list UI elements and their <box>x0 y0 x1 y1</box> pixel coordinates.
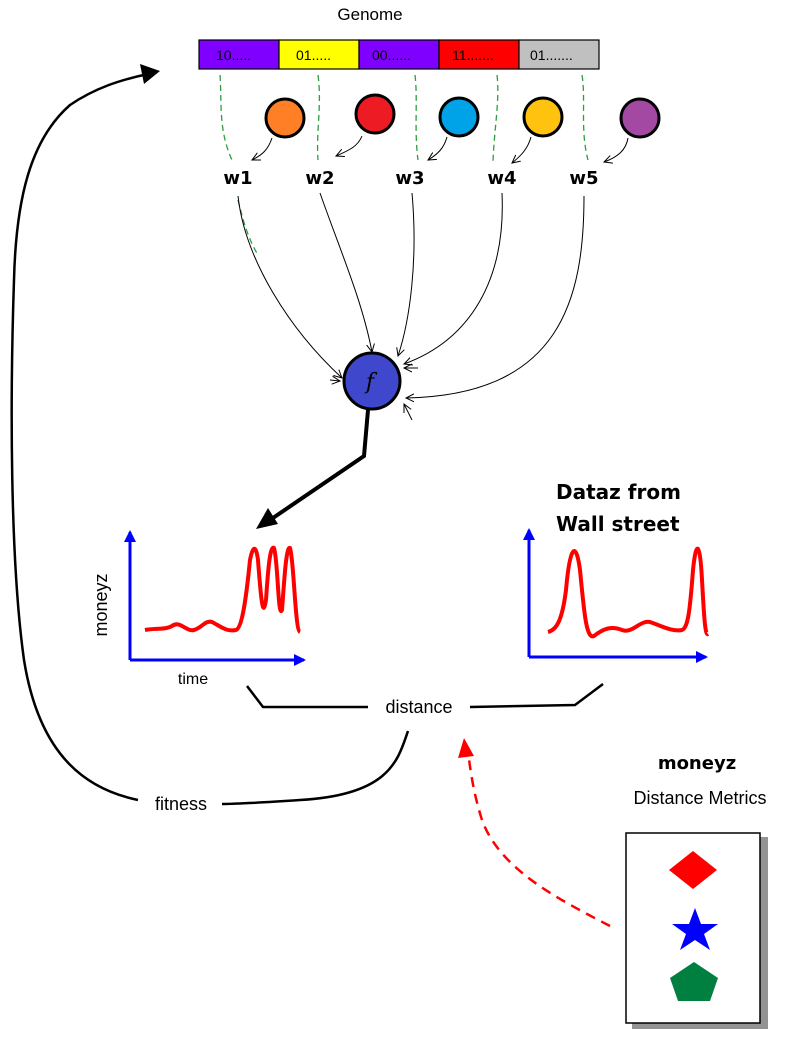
metrics-subtitle: Distance Metrics <box>633 788 766 808</box>
right-plot: Dataz from Wall street <box>523 480 710 663</box>
arrow-circle2-w2 <box>336 135 363 156</box>
arrow-w4-f <box>404 192 503 364</box>
weight-label-4: w4 <box>487 168 516 189</box>
left-plot-xlabel: time <box>178 671 208 688</box>
weight-label-3: w3 <box>395 168 424 189</box>
right-plot-title-line2: Wall street <box>556 512 680 536</box>
arrow-w5-f <box>406 195 585 398</box>
diamond-icon <box>669 851 717 889</box>
fitness-label: fitness <box>155 794 207 814</box>
distance-label: distance <box>385 697 452 717</box>
right-plot-title-line1: Dataz from <box>556 480 681 504</box>
metrics-to-distance-arrow <box>466 749 611 928</box>
weight-label-2: w2 <box>305 168 334 189</box>
weight-circle-1 <box>264 97 306 139</box>
weight-circle-5 <box>619 97 661 139</box>
distance-bracket-left <box>246 685 368 709</box>
guide-w1 <box>219 74 233 161</box>
right-plot-signal <box>547 546 710 639</box>
genome-segment-1 <box>198 39 280 70</box>
arrow-w1-f <box>237 195 342 378</box>
metrics-to-distance-arrowhead <box>458 738 474 758</box>
circle-to-weight-arrows <box>252 135 629 163</box>
star-icon <box>672 908 718 950</box>
arrow-circle5-w5 <box>604 137 629 162</box>
weight-labels: w1 w2 w3 w4 w5 <box>223 168 598 189</box>
weight-circle-2 <box>354 93 396 135</box>
arrow-circle3-w3 <box>428 136 448 160</box>
left-plot-ylabel: moneyz <box>91 573 111 636</box>
arrow-w3-f <box>398 192 415 356</box>
genome-segment-3 <box>358 39 440 70</box>
metrics-title: moneyz <box>658 753 736 774</box>
genome-segment-3-label: 00...... <box>372 47 411 63</box>
weight-label-1: w1 <box>223 168 252 189</box>
left-plot-signal <box>144 545 302 634</box>
genome-segment-5 <box>518 39 600 70</box>
arrow-circle4-w4 <box>512 136 532 163</box>
guide-w1-lower <box>237 199 259 256</box>
function-output-arrowhead <box>256 508 278 529</box>
function-output-arrow <box>268 409 370 522</box>
distance-bracket-right <box>469 683 604 709</box>
fitness-feedback-arrowhead <box>140 64 160 84</box>
fitness-feedback-loop <box>10 72 149 802</box>
genome-bar: 10..... 01..... 00...... 11....... 01...… <box>198 39 600 70</box>
arrow-w2-f <box>319 192 372 352</box>
weight-circle-4 <box>522 96 564 138</box>
guide-w4 <box>492 74 499 163</box>
genome-segment-2-label: 01..... <box>296 47 331 63</box>
weight-circle-3 <box>438 96 480 138</box>
stub-left <box>329 380 340 381</box>
guide-w3 <box>414 74 419 161</box>
pentagon-icon <box>670 962 718 1001</box>
arrow-circle1-w1 <box>252 137 273 160</box>
weight-circles <box>264 93 661 139</box>
genome-segment-2 <box>278 39 360 70</box>
left-plot: moneyz time <box>91 530 306 688</box>
genome-segment-4-label: 11....... <box>452 47 494 63</box>
genome-title: Genome <box>337 5 402 24</box>
genome-segment-1-label: 10..... <box>216 47 251 63</box>
weight-to-function-arrows <box>237 192 585 421</box>
weight-label-5: w5 <box>569 168 598 189</box>
distance-to-fitness-path <box>221 730 410 806</box>
guide-w2 <box>316 74 321 161</box>
genome-segment-5-label: 01....... <box>530 47 573 63</box>
stub-bottom <box>404 404 413 421</box>
guide-w5 <box>581 74 589 161</box>
function-node <box>342 351 402 411</box>
